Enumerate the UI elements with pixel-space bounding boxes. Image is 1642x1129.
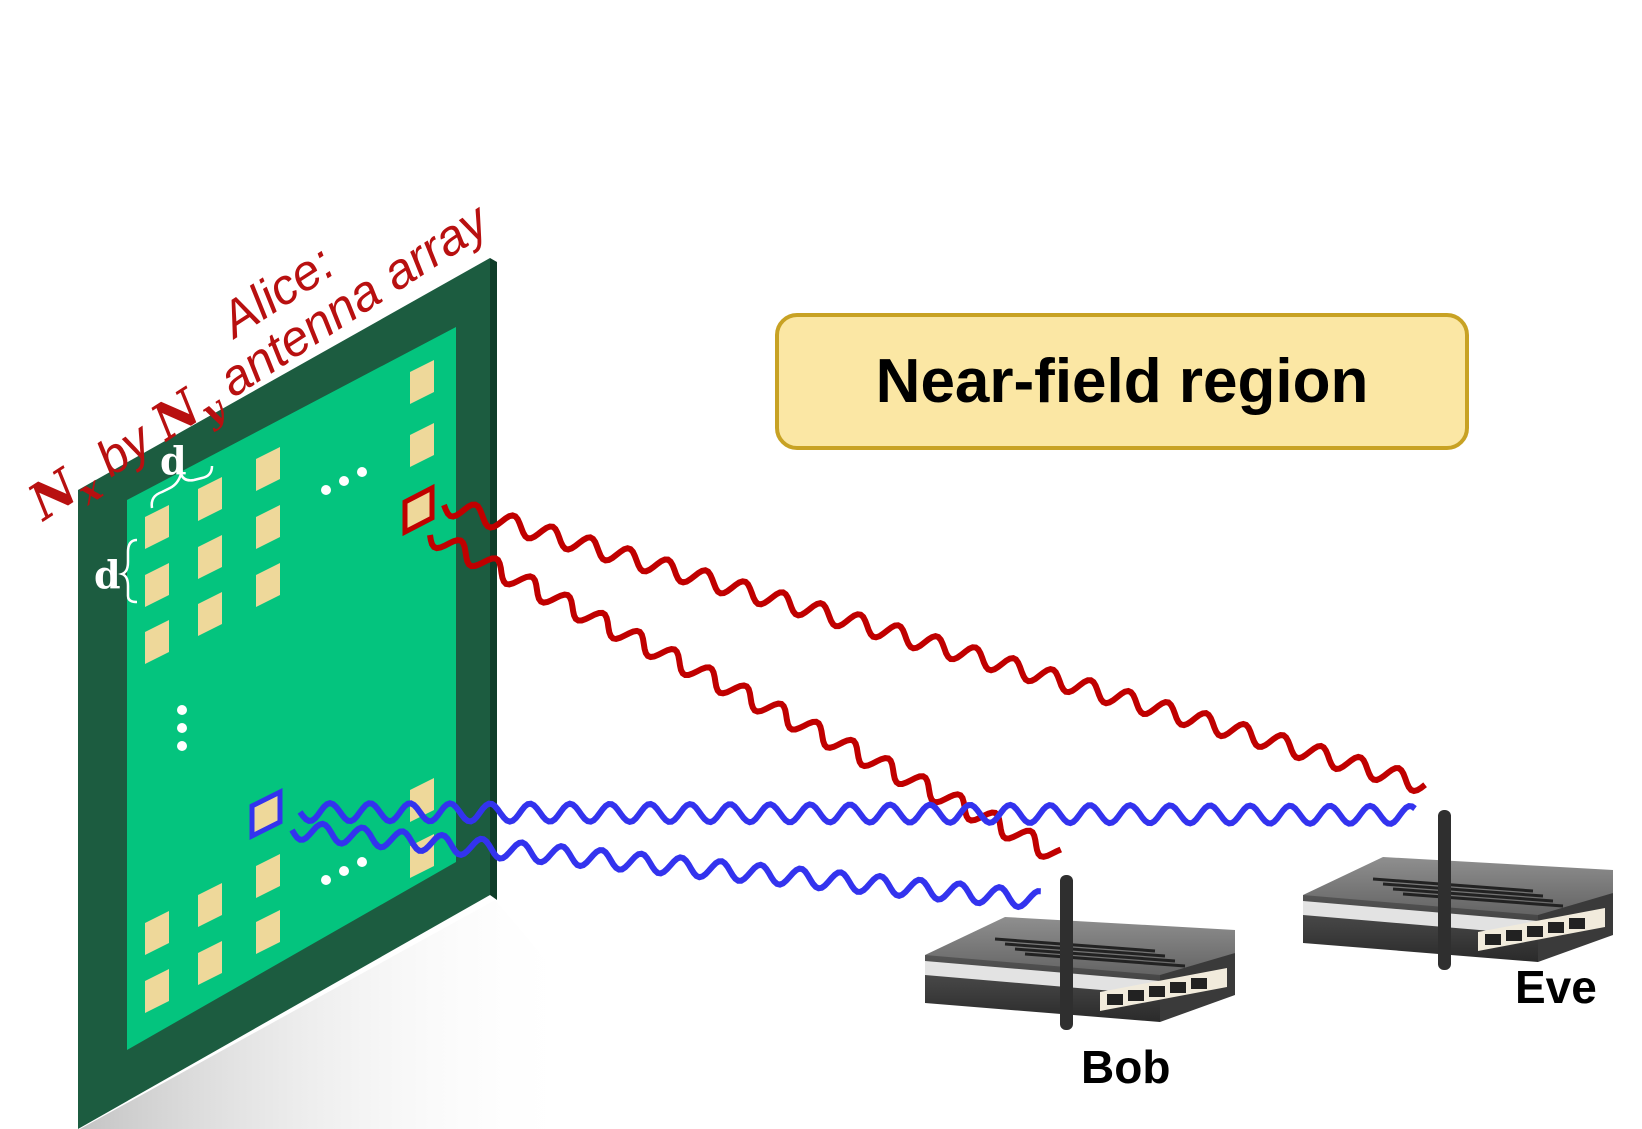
- eve-label: Eve: [1515, 961, 1597, 1013]
- bob-label: Bob: [1081, 1041, 1171, 1093]
- horizontal-spacing-label: d: [160, 438, 187, 483]
- near-field-region-label: Near-field region: [875, 347, 1369, 416]
- antenna-element: [256, 563, 280, 607]
- wave-to-eve-blue: [297, 799, 1417, 827]
- antenna-element: [256, 447, 280, 491]
- vertical-spacing-label: d: [94, 552, 121, 597]
- bob-router-icon: [925, 875, 1235, 1030]
- eve-router-icon: [1303, 810, 1613, 970]
- vertical-spacing-brace: [118, 538, 138, 604]
- antenna-element: [410, 360, 434, 404]
- antenna-element: [145, 911, 169, 955]
- antenna-element: [145, 563, 169, 607]
- antenna-element: [145, 969, 169, 1013]
- near-field-region-box: Near-field region: [775, 313, 1469, 450]
- wave-to-bob-blue: [289, 820, 1041, 911]
- antenna-element: [145, 505, 169, 549]
- antenna-element: [256, 505, 280, 549]
- antenna-element: [410, 423, 434, 467]
- antenna-array-panel: [78, 258, 497, 1129]
- panel-shadow: [80, 900, 580, 1129]
- antenna-element: [256, 854, 280, 898]
- antenna-elements: [145, 360, 434, 1013]
- antenna-element: [198, 592, 222, 636]
- antenna-element: [198, 883, 222, 927]
- ellipsis-dots: [177, 467, 367, 885]
- horizontal-spacing-brace: [150, 465, 214, 509]
- highlighted-element-red: [402, 483, 435, 537]
- highlighted-element-blue: [249, 787, 283, 841]
- wave-to-bob-red: [427, 534, 1063, 860]
- antenna-element: [256, 910, 280, 954]
- antenna-element: [198, 477, 222, 521]
- panel-side: [490, 258, 497, 900]
- antenna-element: [198, 941, 222, 985]
- wave-to-eve-red: [441, 501, 1427, 795]
- antenna-element: [198, 535, 222, 579]
- antenna-element: [145, 620, 169, 664]
